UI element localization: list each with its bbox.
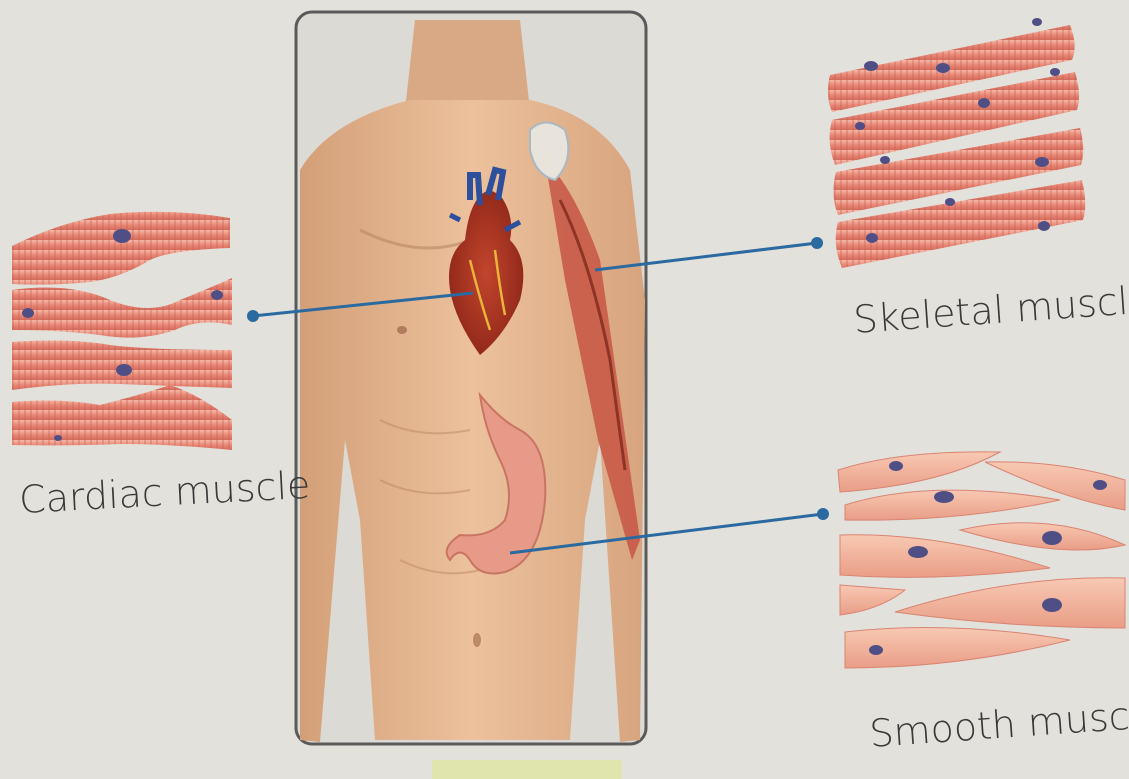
cardiac-leader-dot xyxy=(247,310,259,322)
skeletal-leader-dot xyxy=(811,237,823,249)
green-tab xyxy=(432,760,622,779)
smooth-muscle-illustration xyxy=(838,452,1125,668)
skeletal-muscle-illustration xyxy=(828,18,1085,268)
cardiac-muscle-illustration xyxy=(12,212,232,450)
smooth-leader-dot xyxy=(817,508,829,520)
